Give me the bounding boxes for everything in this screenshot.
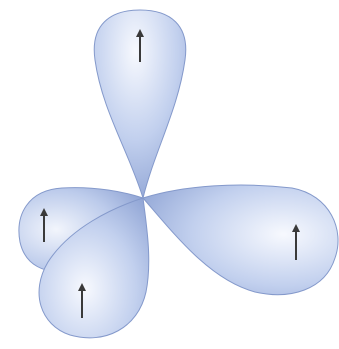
top-lobe [94,10,186,198]
right-lobe [143,185,338,295]
